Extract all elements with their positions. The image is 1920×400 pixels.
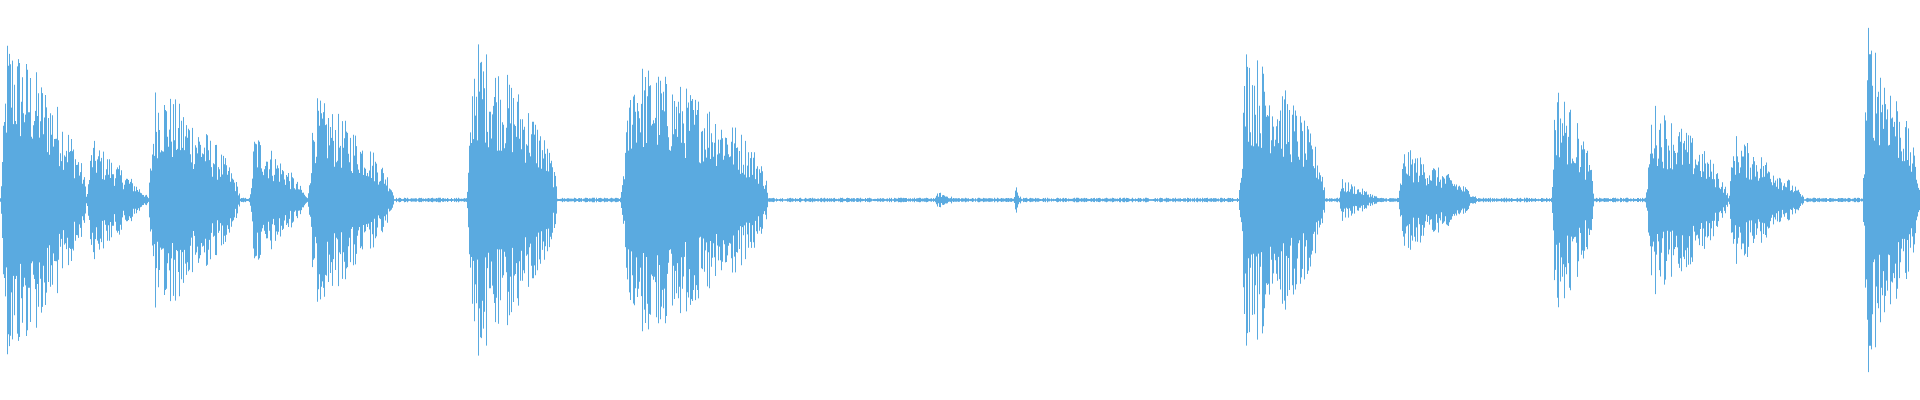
waveform-path (0, 27, 1920, 373)
